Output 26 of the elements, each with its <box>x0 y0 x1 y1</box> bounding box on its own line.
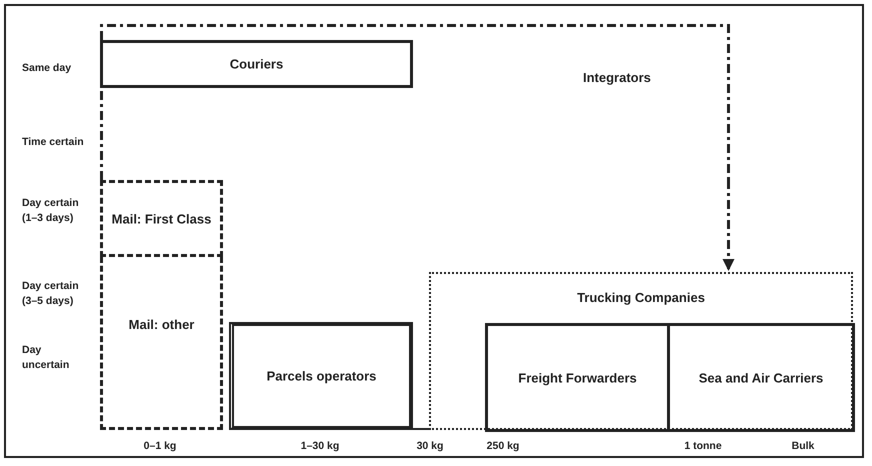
box-label: Mail: other <box>128 317 194 332</box>
category-box <box>485 323 670 432</box>
category-box <box>667 323 855 432</box>
column-label: Bulk <box>792 440 814 452</box>
arrow <box>722 180 734 271</box>
row-label: Day certain (1–3 days) <box>22 196 80 226</box>
category-box <box>100 257 223 430</box>
row-label: Time certain <box>22 135 85 150</box>
box-label: Integrators <box>583 70 651 85</box>
box-label: Sea and Air Carriers <box>698 370 824 385</box>
row-label: Same day <box>22 61 72 76</box>
column-label: 1 tonne <box>684 440 722 452</box>
row-label: Day uncertain <box>22 343 70 373</box>
box-label: Freight Forwarders <box>518 370 637 385</box>
box-label: Trucking Companies <box>577 290 705 305</box>
box-label: Parcels operators <box>266 368 376 384</box>
row-label: Day certain (3–5 days) <box>22 279 80 309</box>
category-box <box>429 272 853 430</box>
box-label: Couriers <box>230 56 284 72</box>
box-label: Mail: First Class <box>112 211 212 226</box>
column-label: 1–30 kg <box>300 440 340 452</box>
category-box <box>100 180 223 257</box>
category-box <box>229 322 413 430</box>
category-box <box>100 40 413 88</box>
column-label: 30 kg <box>416 440 444 452</box>
column-label: 0–1 kg <box>144 440 176 452</box>
